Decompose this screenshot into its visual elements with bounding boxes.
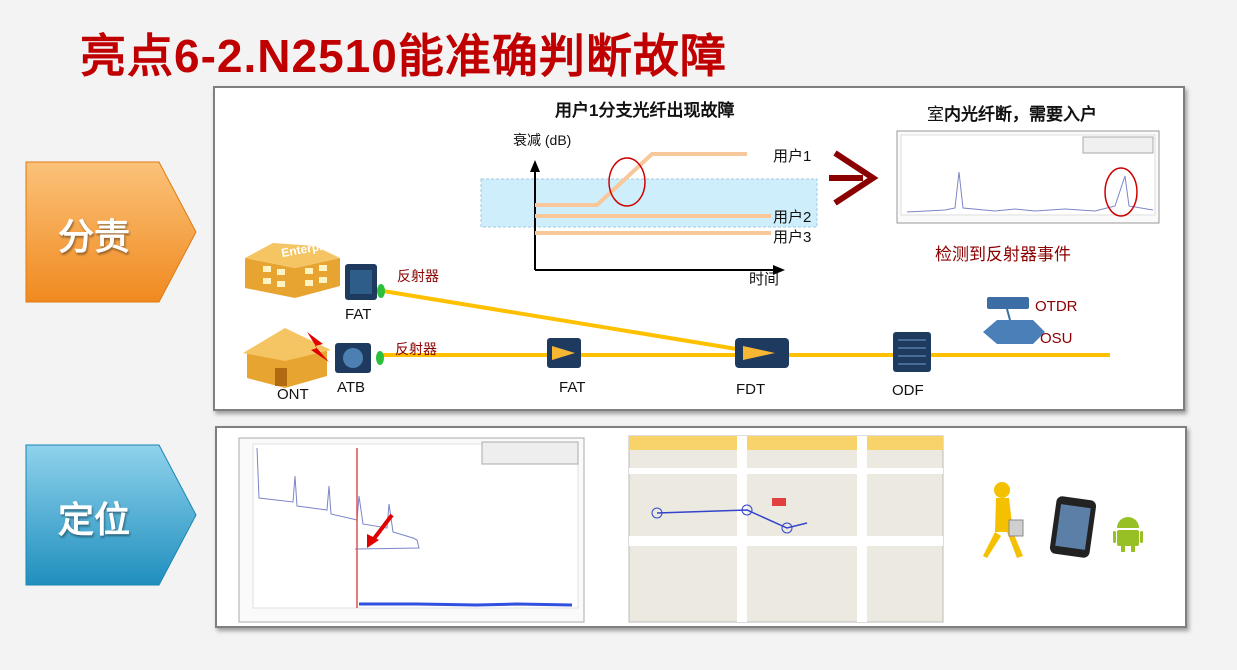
indoor-title-a: 室 <box>927 105 944 124</box>
map-screenshot <box>628 435 944 623</box>
map-node-3 <box>781 522 793 534</box>
chart-xlabel: 时间 <box>749 271 780 288</box>
blame-tag-label: 分责 <box>57 216 130 257</box>
map-road-vertical-1 <box>737 436 747 622</box>
otdr-thumbnail-trace <box>906 171 1154 213</box>
fat-top-device-face <box>350 270 372 294</box>
reflector-bottom-label: 反射器 <box>395 341 437 357</box>
fiber-branch-top <box>382 289 756 354</box>
fdt-label: FDT <box>736 381 766 398</box>
osu-device-icon <box>983 320 1045 344</box>
reflector-bottom-icon <box>376 351 384 365</box>
odf-label: ODF <box>892 382 924 399</box>
indoor-title-b: 内光纤断，需要入户 <box>944 105 1097 124</box>
fat-mid-device-face <box>552 346 575 360</box>
locate-visuals <box>238 435 1143 623</box>
map-road-top <box>629 436 943 450</box>
fault-bolt-icon <box>307 332 329 362</box>
fault-pointer-icon <box>371 513 394 542</box>
series-label-user2: 用户2 <box>773 209 812 226</box>
otdr-label: OTDR <box>1035 298 1078 315</box>
otdr-trace-plot <box>252 443 579 609</box>
osu-label: OSU <box>1040 330 1073 347</box>
otdr-osu-link <box>1006 308 1011 321</box>
chart-highlight-band <box>480 178 818 228</box>
map-road-vertical-2 <box>857 436 867 622</box>
chart-title: 用户1分支光纤出现故障 <box>555 101 735 120</box>
tablet-screen <box>1055 504 1091 550</box>
enterprise-building-icon <box>245 243 340 298</box>
right-arrow-icon <box>833 150 879 206</box>
otdr-thumbnail-inset <box>1082 136 1154 154</box>
locate-tag-label: 定位 <box>57 499 130 540</box>
map-node-2 <box>741 504 753 516</box>
page-title: 亮点6-2.N2510能准确判断故障 <box>80 30 727 82</box>
android-icon <box>1113 517 1143 552</box>
odf-device-icon <box>893 332 931 372</box>
reflector-circle <box>1104 167 1138 217</box>
chart-y-arrow <box>530 160 540 172</box>
map-road-horizontal <box>629 468 943 474</box>
reflector-caption: 检测到反射器事件 <box>935 245 1071 264</box>
series-label-user1: 用户1 <box>773 148 812 165</box>
map-road-mid <box>629 536 943 546</box>
network-diagram <box>243 130 1160 388</box>
indoor-title: 室内光纤断，需要入户 <box>927 100 1097 125</box>
fdt-device-face <box>743 346 775 360</box>
series-label-user3: 用户3 <box>773 229 812 246</box>
fat-top-label: FAT <box>345 306 372 323</box>
map-route <box>656 509 808 529</box>
technician-icon <box>983 482 1024 558</box>
locate-tag: 定位 <box>24 443 197 586</box>
chart-x-arrow <box>773 265 785 275</box>
reflector-top-label: 反射器 <box>397 268 439 284</box>
atb-label: ATB <box>337 379 366 396</box>
series-line-user1 <box>535 152 747 207</box>
otdr-device-icon <box>987 297 1029 309</box>
locate-panel <box>215 426 1187 628</box>
chart-ylabel: 衰减 (dB) <box>513 132 572 148</box>
blame-tag: 分责 <box>24 160 197 303</box>
blame-tag-shape <box>25 161 197 303</box>
locate-tag-shape <box>25 444 197 586</box>
atb-device-face <box>343 348 363 368</box>
house-icon <box>243 328 331 388</box>
blame-panel: 用户1分支光纤出现故障 衰减 (dB) 时间 用户1 用户2 用户3 室内光纤断… <box>213 86 1185 411</box>
ont-label: ONT <box>277 386 309 403</box>
fat-mid-label: FAT <box>559 379 586 396</box>
reflector-top-icon <box>377 284 385 298</box>
map-node-1 <box>651 507 663 519</box>
otdr-trace-line <box>256 447 420 550</box>
otdr-noise-floor <box>359 602 573 607</box>
fault-circle <box>608 157 646 207</box>
map-fault-marker <box>772 498 786 506</box>
otdr-trace-inset <box>481 441 579 465</box>
fault-pointer-head <box>367 534 379 548</box>
